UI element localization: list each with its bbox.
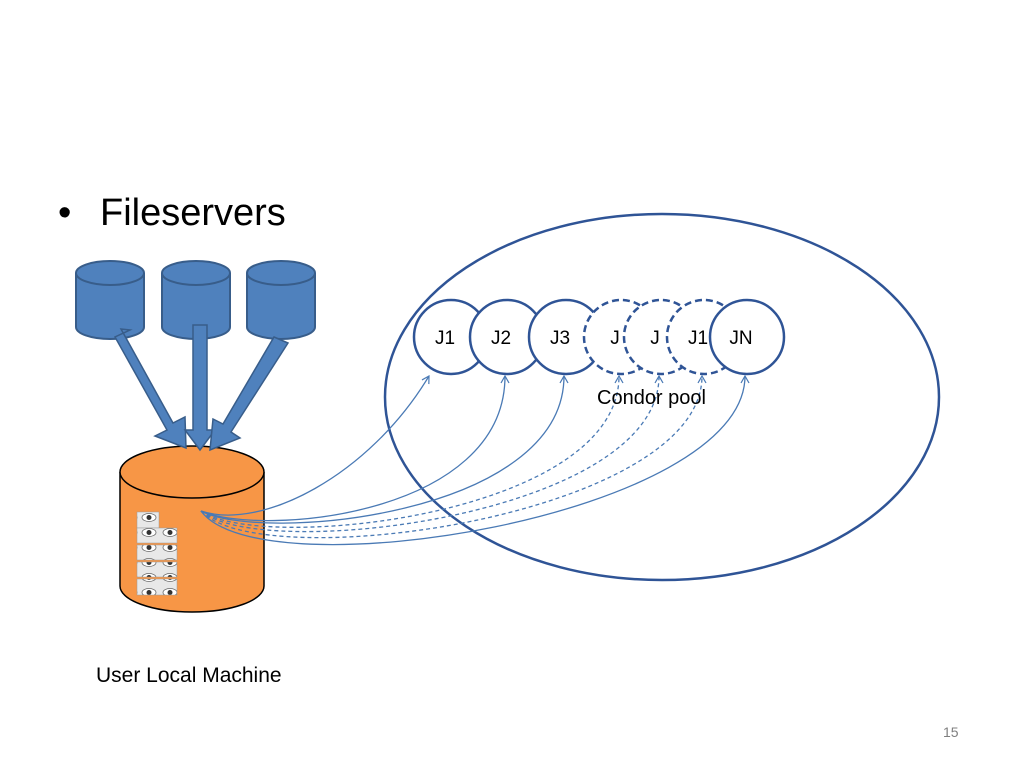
condor-pool-label: Condor pool — [597, 387, 706, 409]
job-label: J3 — [550, 328, 570, 349]
bullet-marker: • — [58, 192, 72, 234]
transfer-arrows — [113, 324, 290, 452]
block-arrow-left — [113, 328, 187, 450]
user-local-machine — [119, 445, 265, 613]
dispatch-line-7 — [200, 374, 750, 546]
job-label: J2 — [491, 328, 511, 349]
dispatch-line-4 — [200, 374, 624, 528]
dispatch-line-2 — [200, 374, 510, 522]
dispatch-line-5 — [200, 374, 664, 533]
fileserver-1 — [75, 260, 145, 340]
dispatch-line-3 — [200, 374, 569, 524]
eye-thumbnail-icon — [136, 511, 178, 596]
job-circles: J1 J2 J3 J J J1 JN — [412, 298, 786, 376]
cylinder-database-icon — [161, 260, 231, 340]
job-label: J1 — [688, 328, 708, 349]
block-arrow-center — [183, 324, 217, 452]
job-node-7: JN — [708, 298, 786, 376]
dispatch-line-6 — [200, 374, 707, 539]
bullet-text-fileservers: Fileservers — [100, 192, 286, 234]
fileserver-3 — [246, 260, 316, 340]
page-number: 15 — [943, 724, 959, 740]
condor-pool-ellipse — [383, 212, 941, 582]
block-arrow-right — [209, 336, 290, 452]
job-label: J — [610, 328, 620, 349]
fileserver-2 — [161, 260, 231, 340]
job-node-2: J2 — [468, 298, 546, 376]
job-label: J1 — [435, 328, 455, 349]
user-local-machine-label: User Local Machine — [96, 664, 282, 687]
job-label: JN — [729, 328, 752, 349]
cylinder-database-icon — [246, 260, 316, 340]
cylinder-database-icon — [75, 260, 145, 340]
dispatch-line-1 — [200, 374, 430, 516]
bullet-item: • Fileservers — [58, 188, 286, 238]
job-circle — [708, 298, 786, 376]
dispatch-lines — [200, 374, 750, 546]
job-node-1: J1 — [412, 298, 490, 376]
job-label: J — [650, 328, 660, 349]
